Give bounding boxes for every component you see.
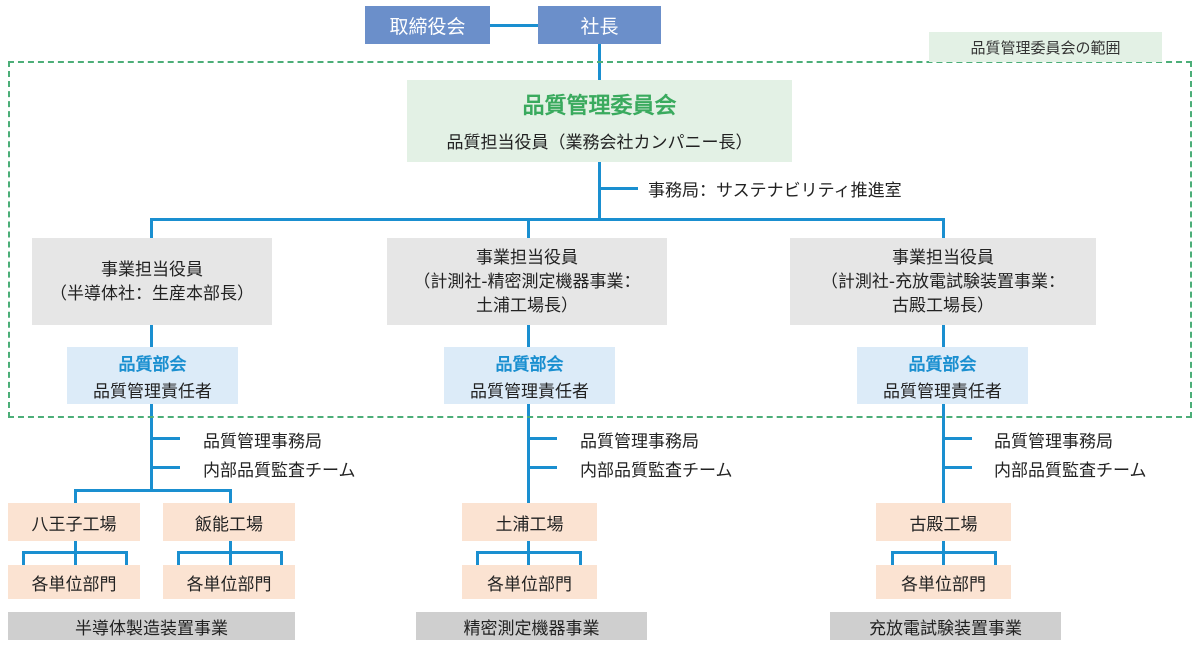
d1-factory1-drop <box>74 489 77 503</box>
business-semiconductor: 半導体製造装置事業 <box>8 612 295 640</box>
factory-hachioji-units: 各単位部門 <box>8 565 140 599</box>
qdept-title: 品質部会 <box>118 354 187 375</box>
committee-title: 品質管理委員会 <box>522 94 677 119</box>
d3-office-secretariat: 品質管理事務局 <box>994 432 1113 452</box>
division-3-officer-box: 事業担当役員 （計測社-充放電試験装置事業： 古殿工場長） <box>790 238 1096 325</box>
f3-right <box>579 551 582 565</box>
d1-office2-tick <box>150 466 180 469</box>
d1-factory2-drop <box>229 489 232 503</box>
d2-office-audit: 内部品質監査チーム <box>580 461 733 481</box>
committee-scope-boundary <box>8 61 1192 418</box>
qdept-role: 品質管理責任者 <box>470 381 589 402</box>
quality-committee-box: 品質管理委員会 品質担当役員（業務会社カンパニー長） <box>407 80 792 162</box>
officer-title: 事業担当役員 <box>476 247 578 268</box>
factory-tsuchiura: 土浦工場 <box>462 503 597 541</box>
division-horizontal-line <box>150 218 945 221</box>
officer-role: （計測社-充放電試験装置事業： <box>820 271 1066 292</box>
f2-mid <box>229 551 232 565</box>
secretariat-tick <box>598 187 638 190</box>
factory-furudono-units: 各単位部門 <box>876 565 1011 599</box>
f4-stem <box>942 541 945 553</box>
f4-mid <box>942 551 945 565</box>
officer-title: 事業担当役員 <box>101 259 203 280</box>
factory-hanno-units: 各単位部門 <box>163 565 295 599</box>
qdept-title: 品質部会 <box>495 354 564 375</box>
d3-officer-qdept-line <box>942 325 945 347</box>
officer-role-cont: 土浦工場長） <box>476 295 578 316</box>
division-1-drop <box>150 218 153 238</box>
d2-office2-tick <box>527 466 557 469</box>
f1-left <box>22 551 25 565</box>
d3-office-audit: 内部品質監査チーム <box>994 461 1147 481</box>
factory-furudono: 古殿工場 <box>876 503 1011 541</box>
d2-office1-tick <box>527 437 557 440</box>
division-1-quality-dept: 品質部会 品質管理責任者 <box>67 347 238 404</box>
d2-officer-qdept-line <box>527 325 530 347</box>
d1-factory-bar <box>74 489 232 492</box>
division-3-quality-dept: 品質部会 品質管理責任者 <box>857 347 1028 404</box>
d1-office1-tick <box>150 437 180 440</box>
qdept-role: 品質管理責任者 <box>883 381 1002 402</box>
business-precision: 精密測定機器事業 <box>416 612 647 640</box>
d3-trunk-line <box>942 404 945 503</box>
d2-trunk-line <box>527 404 530 503</box>
qdept-role: 品質管理責任者 <box>93 381 212 402</box>
f3-stem <box>527 541 530 553</box>
factory-hanno: 飯能工場 <box>163 503 295 541</box>
f4-left <box>891 551 894 565</box>
division-3-drop <box>942 218 945 238</box>
f1-stem <box>74 541 77 553</box>
officer-role: （半導体社：生産本部長） <box>50 283 254 304</box>
d3-office1-tick <box>942 437 972 440</box>
f2-right <box>280 551 283 565</box>
d1-office-secretariat: 品質管理事務局 <box>203 432 322 452</box>
f1-mid <box>74 551 77 565</box>
division-2-drop <box>527 218 530 238</box>
officer-title: 事業担当役員 <box>892 247 994 268</box>
d3-office2-tick <box>942 466 972 469</box>
committee-subtitle: 品質担当役員（業務会社カンパニー長） <box>446 133 753 153</box>
f2-stem <box>229 541 232 553</box>
factory-hachioji: 八王子工場 <box>8 503 140 541</box>
committee-branch-line <box>598 162 601 220</box>
scope-label: 品質管理委員会の範囲 <box>929 32 1162 62</box>
officer-role: （計測社-精密測定機器事業： <box>413 271 641 292</box>
board-president-line <box>490 24 540 27</box>
division-2-quality-dept: 品質部会 品質管理責任者 <box>444 347 615 404</box>
f4-right <box>994 551 997 565</box>
board-box: 取締役会 <box>365 6 490 44</box>
business-charge-discharge: 充放電試験装置事業 <box>830 612 1061 640</box>
f3-mid <box>527 551 530 565</box>
d1-office-audit: 内部品質監査チーム <box>203 461 356 481</box>
factory-tsuchiura-units: 各単位部門 <box>462 565 597 599</box>
d1-trunk-line <box>150 404 153 492</box>
division-1-officer-box: 事業担当役員 （半導体社：生産本部長） <box>32 238 272 325</box>
officer-role-cont: 古殿工場長） <box>892 295 994 316</box>
d1-officer-qdept-line <box>150 325 153 347</box>
f2-left <box>177 551 180 565</box>
f1-right <box>125 551 128 565</box>
f3-left <box>476 551 479 565</box>
secretariat-label: 事務局：サステナビリティ推進室 <box>648 181 902 201</box>
division-2-officer-box: 事業担当役員 （計測社-精密測定機器事業： 土浦工場長） <box>387 238 667 325</box>
president-box: 社長 <box>538 6 661 44</box>
qdept-title: 品質部会 <box>908 354 977 375</box>
d2-office-secretariat: 品質管理事務局 <box>580 432 699 452</box>
